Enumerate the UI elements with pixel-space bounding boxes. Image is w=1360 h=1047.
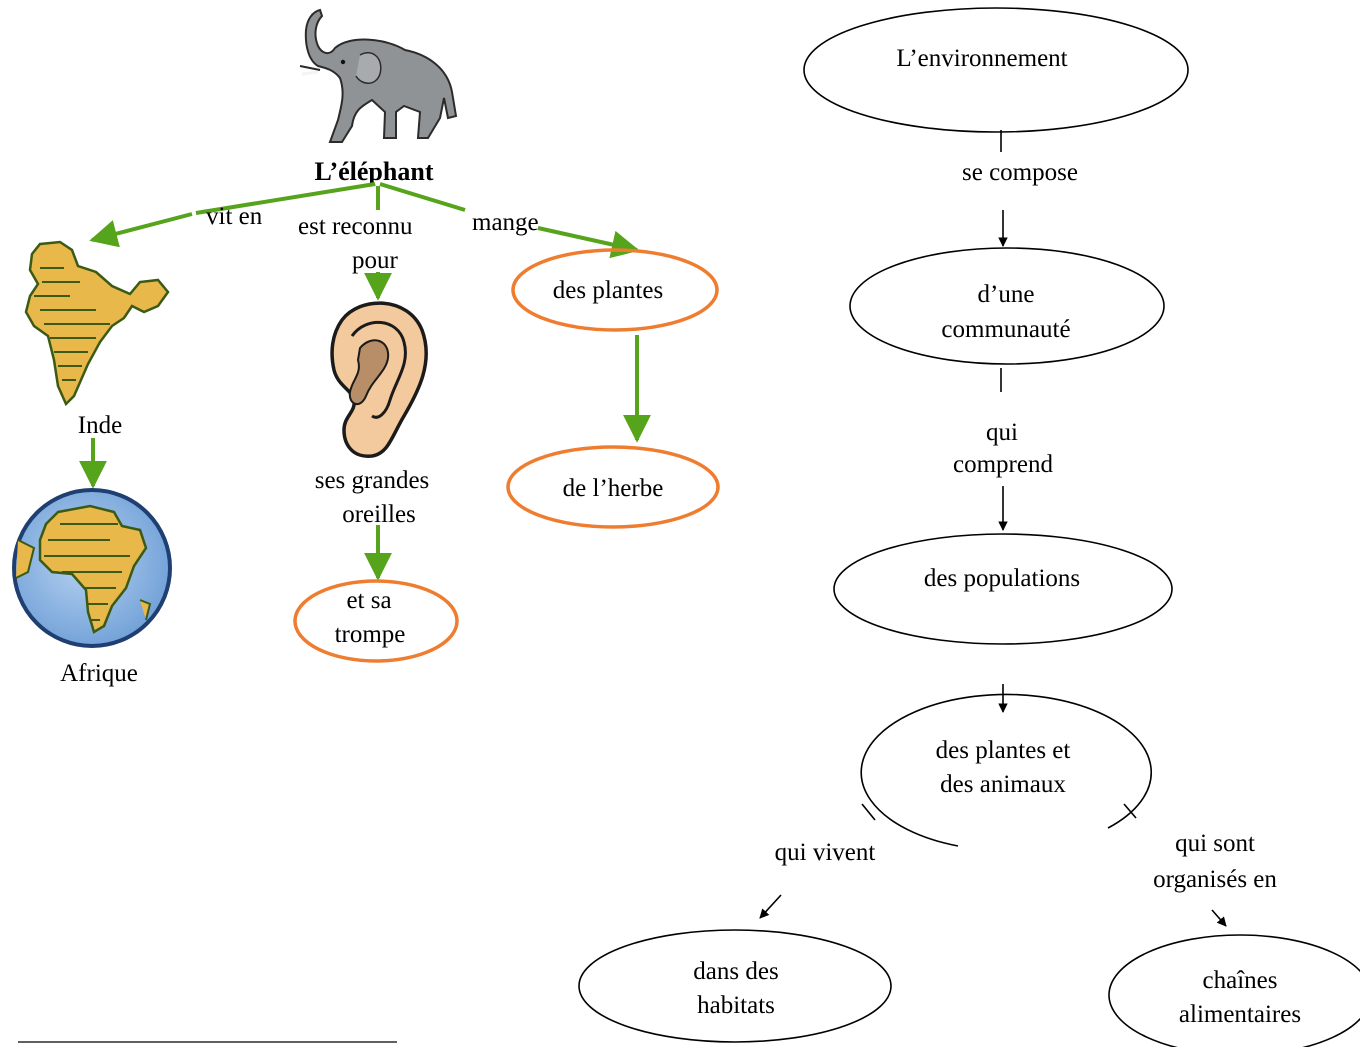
label-plantes: des plantes [553, 277, 663, 304]
tick-right [1123, 803, 1137, 819]
green-connectors [79, 182, 651, 581]
link-qui: qui [986, 419, 1018, 446]
label-trunk-1: et sa [346, 587, 391, 614]
oval-plantes-animaux [860, 693, 1152, 847]
oval-communaute [849, 247, 1165, 365]
label-populations: des populations [924, 565, 1080, 592]
link-organises-en: organisés en [1153, 866, 1277, 893]
environment-map [578, 7, 1360, 1047]
india-map-icon [24, 240, 170, 407]
label-habitats-2: habitats [697, 992, 775, 1019]
elephant-icon [299, 8, 458, 143]
oval-plantes [511, 248, 719, 332]
label-plantes-animaux-2: des animaux [940, 771, 1066, 798]
link-est-reconnu: est reconnu [298, 213, 413, 240]
tick-left [861, 803, 876, 821]
label-chaines-1: chaînes [1203, 967, 1278, 994]
connector-to-mange [379, 182, 466, 212]
oval-trompe [293, 579, 459, 663]
oval-chaines [1108, 934, 1360, 1047]
arrow-to-inde [89, 212, 193, 248]
label-herbe: de l’herbe [563, 475, 664, 502]
elephant-map: L’éléphant vit en est reconnu pour mange… [12, 8, 720, 687]
arrow-to-chaines [1211, 909, 1227, 927]
label-habitats-1: dans des [693, 958, 778, 985]
elephant-title: L’éléphant [315, 157, 434, 186]
label-environnement: L’environnement [896, 45, 1067, 72]
oval-populations [833, 533, 1173, 645]
link-se-compose: se compose [962, 159, 1078, 186]
label-trunk-2: trompe [335, 621, 406, 648]
link-qui-vivent: qui vivent [775, 839, 876, 866]
oval-herbe [506, 445, 720, 529]
oval-habitats [578, 929, 892, 1043]
environment-labels: L’environnement se compose d’une communa… [693, 45, 1301, 1028]
label-communaute-1: d’une [978, 281, 1035, 308]
link-comprend: comprend [953, 451, 1053, 478]
label-inde: Inde [78, 412, 122, 439]
arrow-to-habitats [759, 894, 782, 919]
oval-environnement [803, 7, 1189, 133]
link-mange: mange [472, 209, 539, 236]
link-qui-sont: qui sont [1175, 830, 1255, 857]
ear-icon [330, 301, 428, 458]
connector-to-vit-en [195, 182, 376, 215]
label-chaines-2: alimentaires [1179, 1001, 1301, 1028]
link-vit-en: vit en [206, 203, 263, 230]
link-pour: pour [352, 247, 399, 274]
arrow-to-plantes [537, 226, 640, 259]
label-ears-2: oreilles [342, 501, 416, 528]
globe-africa-icon [12, 488, 172, 648]
label-afrique: Afrique [60, 660, 138, 687]
label-ears-1: ses grandes [315, 467, 430, 494]
label-plantes-animaux-1: des plantes et [936, 737, 1071, 764]
label-communaute-2: communauté [941, 316, 1070, 343]
